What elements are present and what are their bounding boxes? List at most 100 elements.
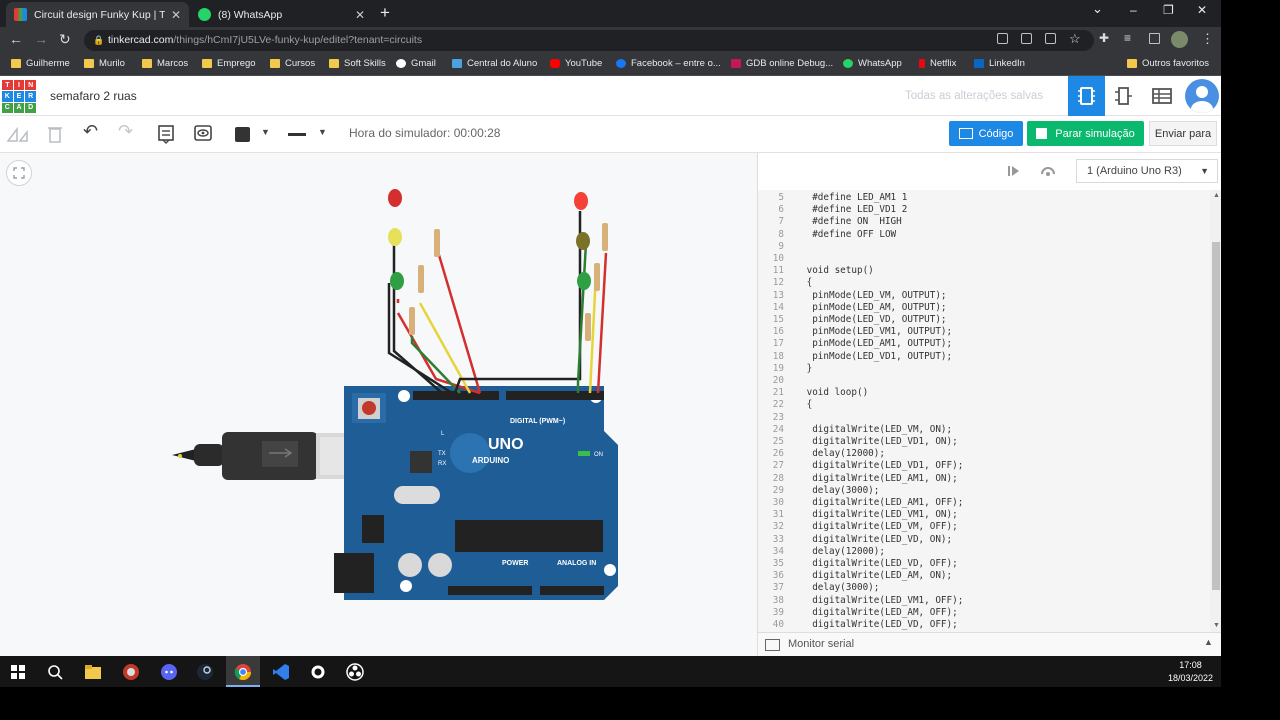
green-led[interactable] xyxy=(577,272,591,290)
address-bar[interactable]: 🔒 tinkercad.com/things/hCmI7jU5LVe-funky… xyxy=(84,30,1094,51)
circuit-view-button[interactable] xyxy=(1068,76,1105,116)
bookmark-linkedin[interactable]: LinkedIn xyxy=(974,58,1025,69)
user-avatar[interactable] xyxy=(1185,79,1219,113)
code-button[interactable]: Código xyxy=(949,121,1023,146)
settings-icon[interactable] xyxy=(309,663,327,681)
menu-icon[interactable]: ⋮ xyxy=(1201,31,1214,46)
close-tab-icon[interactable]: ✕ xyxy=(354,7,365,22)
back-icon[interactable]: ← xyxy=(9,31,23,47)
taskbar-clock[interactable]: 17:08 18/03/2022 xyxy=(1168,659,1213,685)
resistor[interactable] xyxy=(434,229,440,257)
notes-icon[interactable] xyxy=(156,124,176,144)
tab-whatsapp[interactable]: (8) WhatsApp ✕ xyxy=(190,2,373,27)
bookmark-soft-skills[interactable]: Soft Skills xyxy=(329,58,386,69)
restart-icon[interactable] xyxy=(1039,163,1057,179)
undo-icon[interactable]: ↶ xyxy=(83,121,99,141)
folder-icon xyxy=(202,59,212,68)
circuit-workspace[interactable]: UNO ARDUINO DIGITAL (PWM~) POWER ANALOG … xyxy=(0,153,757,656)
yellow-led[interactable] xyxy=(388,228,402,246)
reload-icon[interactable]: ↻ xyxy=(59,31,71,47)
bookmark-facebook[interactable]: Facebook – entre o... xyxy=(616,58,721,69)
code-panel: 1 (Arduino Uno R3) ▼ 5 #define LED_AM1 1… xyxy=(757,153,1221,656)
scroll-up-icon[interactable]: ▲ xyxy=(1213,192,1220,199)
green-led[interactable] xyxy=(390,272,404,290)
logo-cell: T xyxy=(2,80,13,91)
windows-icon[interactable] xyxy=(9,663,27,681)
bookmark-outros-favoritos[interactable]: Outros favoritos xyxy=(1127,58,1209,69)
file-explorer-icon[interactable] xyxy=(84,663,102,681)
tinkercad-logo[interactable]: T I N K E R C A D xyxy=(2,80,36,113)
wires[interactable] xyxy=(387,211,608,395)
bookmark-emprego[interactable]: Emprego xyxy=(202,58,256,69)
resistor[interactable] xyxy=(602,223,608,251)
resistor[interactable] xyxy=(585,313,591,341)
bookmark-cursos[interactable]: Cursos xyxy=(270,58,315,69)
serial-monitor-bar[interactable]: Monitor serial ▲ xyxy=(758,632,1221,656)
visibility-icon[interactable] xyxy=(192,124,214,144)
bookmark-gdb[interactable]: GDB online Debug... xyxy=(731,58,833,69)
left-traffic-light[interactable] xyxy=(388,189,440,335)
wire-style-picker[interactable]: ▼ xyxy=(280,124,332,146)
bookmark-gmail[interactable]: Gmail xyxy=(396,58,436,69)
new-tab-button[interactable]: + xyxy=(380,3,390,22)
redo-icon[interactable]: ↷ xyxy=(118,121,134,141)
bookmark-netflix[interactable]: Netflix xyxy=(919,58,956,69)
line-number: 16 xyxy=(772,326,784,338)
minimize-button[interactable]: – xyxy=(1130,3,1137,17)
install-icon[interactable] xyxy=(997,33,1008,44)
resistor[interactable] xyxy=(594,263,600,291)
bookmark-marcos[interactable]: Marcos xyxy=(142,58,188,69)
editor-scrollbar[interactable]: ▲ ▼ xyxy=(1210,190,1221,632)
app-icon[interactable] xyxy=(122,663,140,681)
tab-tinkercad[interactable]: Circuit design Funky Kup | Tinker ✕ xyxy=(6,2,189,27)
tab-search-icon[interactable]: ⌄ xyxy=(1092,1,1103,16)
bookmark-guilherme[interactable]: Guilherme xyxy=(11,58,70,69)
stop-simulation-button[interactable]: Parar simulação xyxy=(1027,121,1144,146)
send-to-button[interactable]: Enviar para xyxy=(1149,121,1217,146)
chrome-taskbar-item[interactable] xyxy=(226,656,260,687)
line-code: delay(3000); xyxy=(801,582,880,594)
scrollbar-thumb[interactable] xyxy=(1212,242,1220,590)
board-select[interactable]: 1 (Arduino Uno R3) ▼ xyxy=(1076,159,1218,183)
side-panel-icon[interactable] xyxy=(1149,33,1160,44)
right-traffic-light[interactable] xyxy=(574,192,608,341)
bookmark-murilo[interactable]: Murilo xyxy=(84,58,125,69)
obs-icon[interactable] xyxy=(346,663,364,681)
arduino-uno-board[interactable]: UNO ARDUINO DIGITAL (PWM~) POWER ANALOG … xyxy=(334,386,618,600)
component-list-button[interactable] xyxy=(1148,84,1176,108)
bookmark-whatsapp[interactable]: WhatsApp xyxy=(843,58,902,69)
zoom-to-fit-button[interactable] xyxy=(6,160,32,186)
scroll-down-icon[interactable]: ▼ xyxy=(1213,622,1220,629)
color-picker[interactable]: ▼ xyxy=(226,124,274,146)
schematic-view-button[interactable] xyxy=(1110,84,1138,108)
bookmark-youtube[interactable]: YouTube xyxy=(550,58,602,69)
resistor[interactable] xyxy=(418,265,424,293)
line-number: 17 xyxy=(772,338,784,350)
red-led[interactable] xyxy=(388,189,402,207)
steam-icon[interactable] xyxy=(196,663,214,681)
circuit-canvas[interactable]: UNO ARDUINO DIGITAL (PWM~) POWER ANALOG … xyxy=(0,153,757,656)
red-led[interactable] xyxy=(574,192,588,210)
chevron-up-icon[interactable]: ▲ xyxy=(1204,637,1213,647)
forward-icon[interactable]: → xyxy=(34,31,48,47)
reading-list-icon[interactable]: ≡ xyxy=(1124,31,1132,45)
bookmark-central-do-aluno[interactable]: Central do Aluno xyxy=(452,58,537,69)
project-name[interactable]: semafaro 2 ruas xyxy=(50,89,137,103)
bookmark-star-icon[interactable]: ☆ xyxy=(1069,31,1081,46)
profile-avatar-icon[interactable] xyxy=(1171,31,1188,48)
yellow-led[interactable] xyxy=(576,232,590,250)
rotate-icon[interactable] xyxy=(5,124,31,144)
share-icon[interactable] xyxy=(1045,33,1056,44)
discord-icon[interactable] xyxy=(160,663,178,681)
close-tab-icon[interactable]: ✕ xyxy=(170,7,181,22)
step-icon[interactable] xyxy=(1005,163,1021,179)
extensions-icon[interactable]: ✚ xyxy=(1099,31,1110,45)
vscode-icon[interactable] xyxy=(272,663,290,681)
translate-icon[interactable] xyxy=(1021,33,1032,44)
delete-icon[interactable] xyxy=(45,124,65,144)
close-window-button[interactable]: ✕ xyxy=(1197,3,1208,17)
maximize-button[interactable]: ❐ xyxy=(1163,3,1174,17)
resistor[interactable] xyxy=(409,307,415,335)
search-icon[interactable] xyxy=(46,663,64,681)
